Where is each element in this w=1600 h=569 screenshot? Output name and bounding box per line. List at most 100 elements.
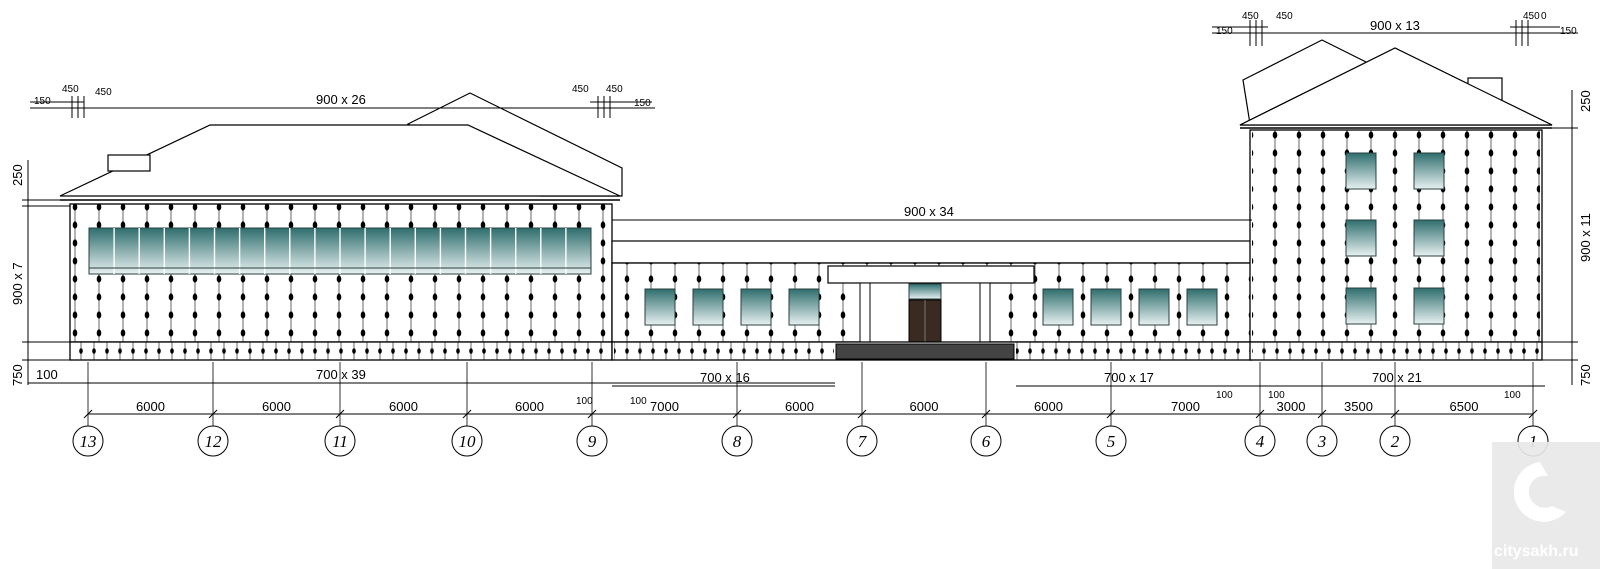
span-label: 6500 [1450,399,1479,414]
dim-right-750: 750 [1578,364,1593,386]
right-window-6 [1413,287,1445,325]
middle-parapet [611,240,1253,264]
right-window-4 [1413,219,1445,257]
entrance-transom [908,283,942,300]
span-label: 7000 [650,399,679,414]
axis-label-12: 12 [205,432,223,451]
dim-left-450c: 450 [572,84,589,95]
axis-label-9: 9 [588,432,597,451]
dim-left-450d: 450 [606,84,623,95]
middle-window-8 [1186,288,1218,326]
right-window-2 [1413,152,1445,190]
left-roof-chimney [107,154,151,172]
dimension-lines [22,20,1578,415]
dim-right-450b: 450 [1276,11,1293,22]
dim-bottom-mid-right: 700 x 17 [1104,370,1154,385]
watermark-tile [1492,442,1600,569]
middle-window-3 [740,288,772,326]
ribbon-window-mullions [89,228,591,274]
dim-left-450a: 450 [62,84,79,95]
axis-label-7: 7 [858,432,868,451]
left-block [59,92,623,361]
dim-right-450a: 450 [1242,11,1259,22]
axis-label-11: 11 [332,432,348,451]
span-label: 6000 [515,399,544,414]
dim-right-450c: 450 [1523,11,1540,22]
dim-bottom-right-100b: 100 [1268,390,1285,401]
span-label: 3000 [1277,399,1306,414]
axis-bubble [846,425,878,457]
axis-bubble [1095,425,1127,457]
dimension-labels: 900 x 26 900 x 13 900 x 34 150 450 450 4… [10,11,1593,407]
span-label: 6000 [1034,399,1063,414]
axis-bubble [324,425,356,457]
axis-label-5: 5 [1107,432,1116,451]
middle-window-7 [1138,288,1170,326]
right-window-1 [1345,152,1377,190]
dim-left-block: 900 x 26 [316,92,366,107]
entrance-canopy [827,265,1035,284]
axis-bubble [451,425,483,457]
dim-right-main: 900 x 11 [1578,213,1593,262]
watermark: citysakh.ru [1492,442,1600,569]
axis-bubble [197,425,229,457]
dim-left-450b: 450 [95,87,112,98]
dim-left-main: 900 x 7 [10,262,25,305]
axis-label-1: 1 [1529,432,1538,451]
dim-bottom-far-right-100: 100 [1504,390,1521,401]
middle-block [611,240,1253,361]
dim-left-250: 250 [10,164,25,186]
dim-bottom-mid-100b: 100 [630,396,647,407]
span-label: 6000 [910,399,939,414]
middle-window-4 [788,288,820,326]
middle-window-5 [1042,288,1074,326]
axis-bubble [1244,425,1276,457]
middle-window-1 [644,288,676,326]
right-window-3 [1345,219,1377,257]
span-label: 6000 [389,399,418,414]
axis-label-4: 4 [1256,432,1265,451]
dim-bottom-left-100: 100 [36,367,58,382]
right-block [1239,39,1553,361]
dim-bottom-right-base: 700 x 21 [1372,370,1422,385]
axis-bubble [721,425,753,457]
dim-bottom-left-base: 700 x 39 [316,367,366,382]
dim-bottom-right-100a: 100 [1216,390,1233,401]
dim-middle-block: 900 x 34 [904,204,954,219]
axis-label-3: 3 [1317,432,1327,451]
axis-bubble [576,425,608,457]
middle-window-6 [1090,288,1122,326]
dim-right-150b: 150 [1560,26,1577,37]
axis-label-8: 8 [733,432,742,451]
span-label: 6000 [785,399,814,414]
span-label: 3500 [1344,399,1373,414]
axis-label-6: 6 [982,432,991,451]
axis-label-10: 10 [459,432,477,451]
right-wall-cladding [1252,130,1540,342]
span-label: 6000 [136,399,165,414]
dim-right-150a: 150 [1216,26,1233,37]
dim-right-block: 900 x 13 [1370,18,1420,33]
axis-bubble [1306,425,1338,457]
dim-right-250: 250 [1578,90,1593,112]
watermark-logo-mark [1513,462,1566,522]
middle-window-2 [692,288,724,326]
dim-bottom-mid-left: 700 x 16 [700,370,750,385]
dim-bottom-mid-100a: 100 [576,396,593,407]
axis-label-13: 13 [80,432,97,451]
watermark-text: citysakh.ru [1494,543,1578,560]
left-roof [59,124,621,197]
dim-left-150b: 150 [634,98,651,109]
axis-bubble [72,425,104,457]
axis-label-2: 2 [1391,432,1400,451]
dim-left-750: 750 [10,364,25,386]
span-label: 7000 [1171,399,1200,414]
axis-grid: 13 12 11 10 9 8 7 6 5 4 3 2 1 6000 6000 6000 6000 7000 600… [72,362,1549,457]
dim-right-0: 0 [1541,11,1547,22]
span-label: 6000 [262,399,291,414]
axis-bubble [1379,425,1411,457]
dim-left-150a: 150 [34,96,51,107]
axis-bubble [970,425,1002,457]
right-window-5 [1345,287,1377,325]
